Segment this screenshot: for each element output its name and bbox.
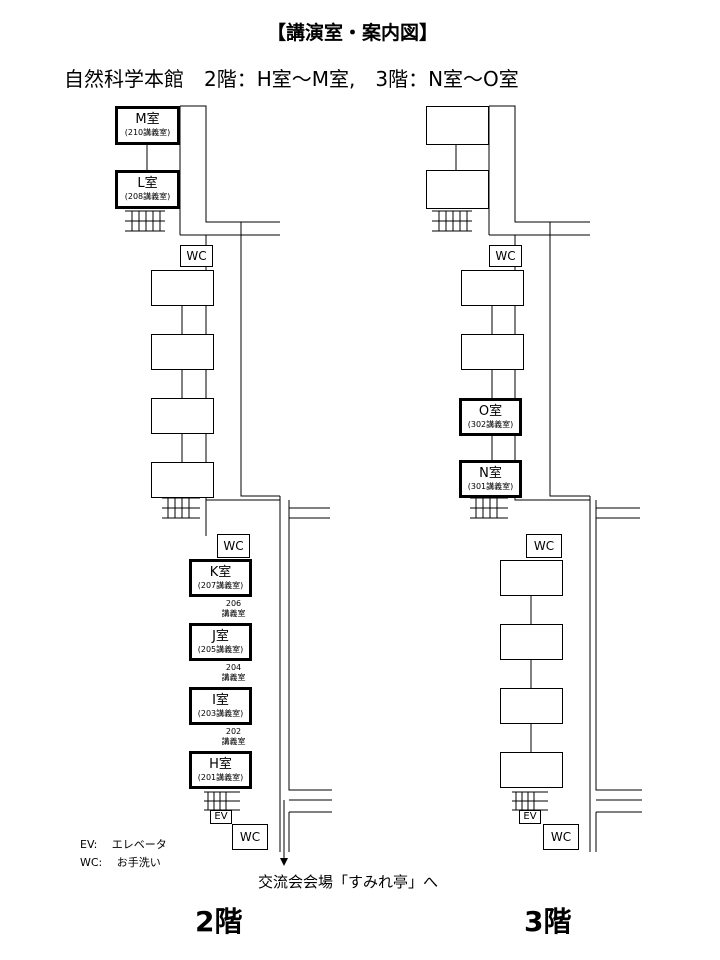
room-i-sub: (203講義室) (197, 709, 244, 718)
room-l-sub: (208講義室) (124, 192, 171, 201)
room-i-name: I室 (212, 693, 229, 708)
room-n-sub: (301講義室) (467, 482, 514, 491)
room-202-num: 202 (225, 727, 242, 736)
room-3f-e (500, 688, 563, 724)
room-202: 202 講義室 (217, 727, 250, 747)
room-h-sub: (201講義室) (197, 773, 244, 782)
room-o: O室 (302講義室) (459, 398, 522, 436)
room-m-name: M室 (135, 112, 160, 127)
room-3f-f (500, 752, 563, 788)
wc-2f-upper: WC (180, 245, 213, 267)
room-202-label: 講義室 (221, 737, 246, 746)
page-title: 【講演室・案内図】 (266, 22, 438, 44)
room-3f-b (461, 334, 524, 370)
room-204: 204 講義室 (217, 663, 250, 683)
room-206: 206 講義室 (217, 599, 250, 619)
room-3f-d (500, 624, 563, 660)
wc-3f-mid: WC (526, 534, 562, 558)
room-204-label: 講義室 (221, 673, 246, 682)
wc-3f-lower: WC (543, 824, 579, 850)
room-k-name: K室 (209, 565, 232, 580)
room-k-sub: (207講義室) (197, 581, 244, 590)
room-k: K室 (207講義室) (189, 559, 252, 597)
room-j-sub: (205講義室) (197, 645, 244, 654)
room-2f-a (151, 270, 214, 306)
room-206-num: 206 (225, 599, 242, 608)
room-2f-c (151, 398, 214, 434)
building-subtitle: 自然科学本館 2階：H室〜M室, 3階：N室〜O室 (64, 67, 519, 91)
room-204-num: 204 (225, 663, 242, 672)
wc-3f-upper: WC (489, 245, 522, 267)
wc-2f-lower: WC (232, 824, 268, 850)
room-m: M室 (210講義室) (115, 106, 180, 145)
exit-label: 交流会会場「すみれ亭」へ (258, 873, 439, 891)
ev-3f: EV (519, 810, 541, 824)
room-l: L室 (208講義室) (115, 170, 180, 209)
ev-2f: EV (210, 810, 232, 824)
room-j: J室 (205講義室) (189, 623, 252, 661)
room-m-sub: (210講義室) (124, 128, 171, 137)
room-i: I室 (203講義室) (189, 687, 252, 725)
room-h-name: H室 (209, 757, 232, 772)
room-3f-a (461, 270, 524, 306)
room-206-label: 講義室 (221, 609, 246, 618)
floor-label-2f: 2階 (195, 905, 243, 938)
wc-2f-mid: WC (217, 534, 250, 558)
room-o-sub: (302講義室) (467, 420, 514, 429)
room-o-name: O室 (478, 404, 503, 419)
legend-wc: WC: お手洗い (80, 856, 161, 869)
room-j-name: J室 (212, 629, 229, 644)
legend-ev: EV: エレベータ (80, 838, 167, 851)
room-2f-d (151, 462, 214, 498)
room-n: N室 (301講義室) (459, 460, 522, 498)
room-3f-c (500, 560, 563, 596)
room-n-name: N室 (479, 466, 502, 481)
floor-label-3f: 3階 (524, 905, 572, 938)
room-l-name: L室 (137, 176, 158, 191)
exit-arrow (280, 800, 288, 866)
room-3f-top1 (426, 106, 489, 145)
room-h: H室 (201講義室) (189, 751, 252, 789)
room-3f-top2 (426, 170, 489, 209)
room-2f-b (151, 334, 214, 370)
